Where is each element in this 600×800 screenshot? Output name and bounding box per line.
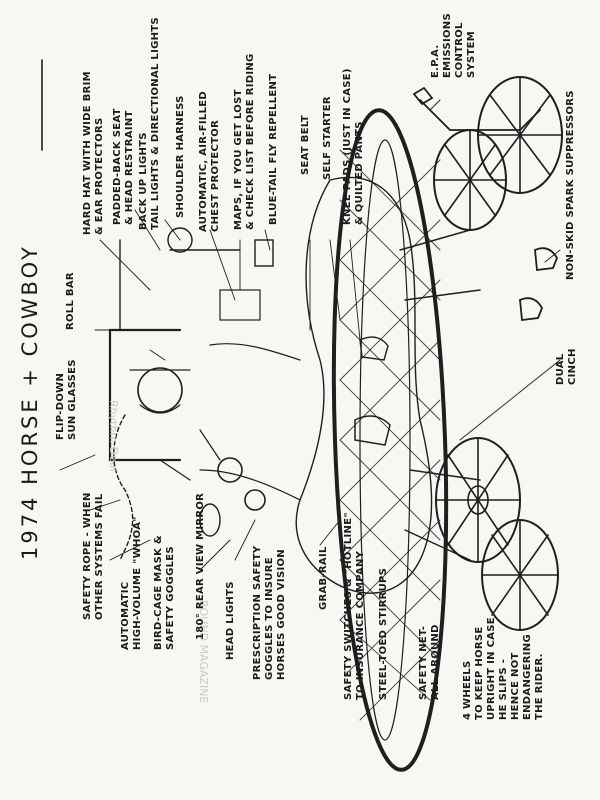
net-mesh (339, 149, 441, 721)
horse-legs (399, 229, 481, 561)
label-grab-rail: GRAB-RAIL (318, 546, 329, 610)
label-rear-view-mirror: 180° REAR VIEW MIRROR (195, 492, 206, 640)
rear-view-mirror (199, 503, 221, 537)
fly-repellent-can (254, 239, 274, 267)
horse-body (295, 176, 433, 594)
safety-rope (113, 414, 134, 561)
label-roll-bar: ROLL BAR (65, 272, 76, 330)
label-safety-switches: SAFETY SWITCHES & "HOTLINE"TO INSURANCE … (343, 512, 366, 700)
safety-net-inner (359, 139, 411, 741)
headlight-2 (244, 489, 266, 511)
label-self-starter: SELF STARTER (322, 96, 333, 180)
label-maps: MAPS, IF YOU GET LOST& CHECK LIST BEFORE… (233, 53, 256, 230)
label-head-lights: HEAD LIGHTS (225, 581, 236, 660)
label-shoulder-harness: SHOULDER HARNESS (175, 95, 186, 218)
bleed-through-text: Rhythm Deal (107, 400, 120, 472)
steel-toed-stirrup (354, 415, 391, 446)
hoof-suppressor-1 (519, 297, 543, 322)
label-spark-suppressors: NON-SKID SPARK SUPPRESSORS (565, 90, 576, 280)
page-title: 1974 HORSE + COWBOY (18, 244, 42, 560)
label-hard-hat: HARD HAT WITH WIDE BRIM& EAR PROTECTORS (82, 71, 105, 235)
maps-box (219, 289, 261, 321)
label-safety-net: SAFETY NET-ALL AROUND (418, 624, 441, 700)
label-bird-cage: BIRD-CAGE MASK &SAFETY GOGGLES (153, 535, 176, 650)
headlight-1 (217, 457, 243, 483)
leader-lines (59, 99, 561, 571)
label-steel-toed-stirrups: STEEL-TOED STIRRUPS (378, 567, 389, 700)
label-knee-pads: KNEE PADS (JUST IN CASE)& QUILTED PANTS (342, 68, 365, 225)
rider-head (137, 367, 183, 413)
hoof-suppressor-2 (534, 247, 558, 272)
epa-shovel (412, 86, 541, 131)
safety-net-ellipse (331, 108, 449, 772)
back-up-light (167, 227, 193, 253)
label-padded-back-seat: PADDED-BACK SEAT& HEAD RESTRAINT (112, 108, 135, 225)
roll-bar (108, 328, 182, 462)
label-fly-repellent: BLUE-TAIL FLY REPELLENT (268, 73, 279, 225)
label-seat-belt: SEAT BELT (300, 115, 311, 175)
